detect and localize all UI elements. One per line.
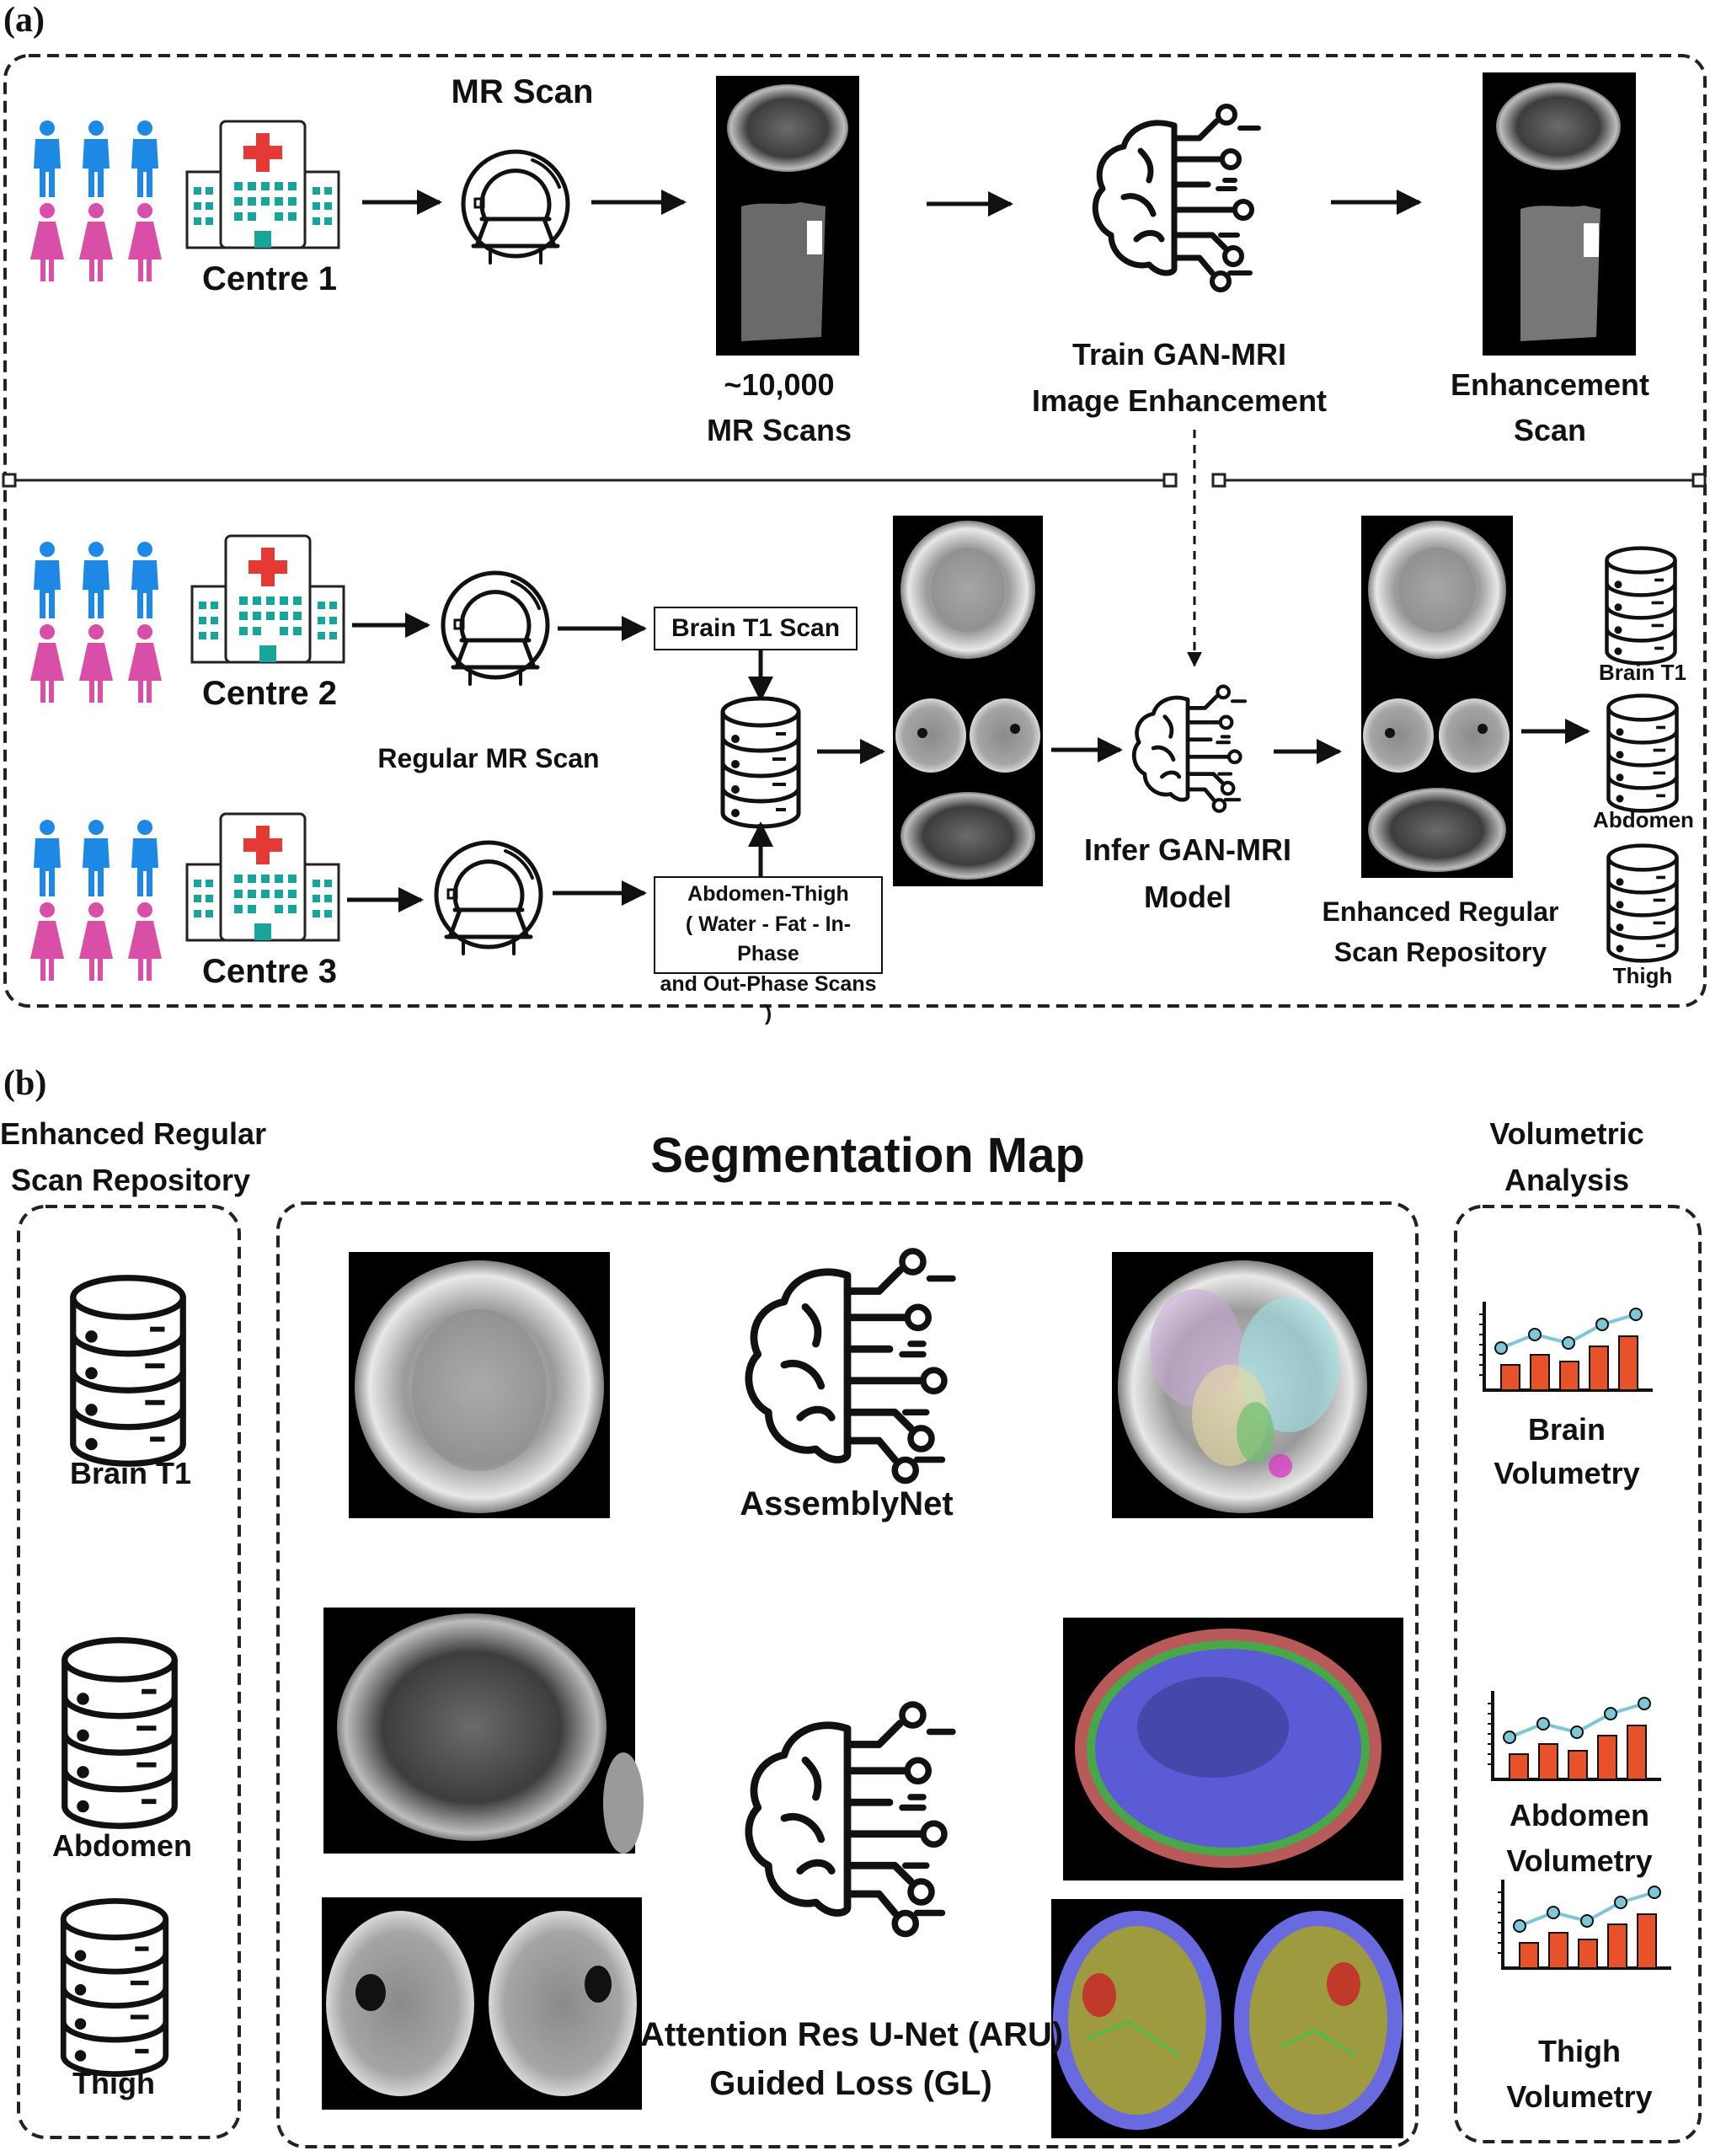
aru-line1: Attention Res U-Net (ARU) [640, 2016, 1064, 2053]
b-db-brain-label: Brain T1 [69, 1456, 192, 1490]
b-repo-line2: Scan Repository [10, 1163, 251, 1197]
divider-left-start [2, 473, 17, 488]
hospital-centre2-icon [190, 534, 345, 664]
train-gan-line1: Train GAN-MRI [1071, 337, 1286, 372]
aru-line2: Guided Loss (GL) [709, 2065, 992, 2102]
db-b-abdomen-icon [65, 1640, 175, 1826]
centre3-label: Centre 3 [201, 953, 338, 990]
volumetric-line1: Volumetric [1489, 1116, 1644, 1151]
abdomen-thigh-line2: ( Water - Fat - In-Phase [685, 912, 852, 966]
brain-t1-scan-box: Brain T1 Scan [654, 607, 858, 650]
segmentation-map-title: Segmentation Map [650, 1128, 1085, 1183]
brain-volumetry-line2: Volumetry [1494, 1456, 1640, 1490]
abdomen-segmentation-image [1063, 1618, 1403, 1880]
panel-a-label: (a) [3, 1, 45, 40]
volumetric-line2: Analysis [1504, 1163, 1630, 1197]
divider-right-start [1211, 473, 1226, 488]
ai-brain-aru-icon [749, 1704, 953, 1934]
regular-scan-database-icon [723, 698, 799, 827]
b-repo-line1: Enhanced Regular [0, 1116, 267, 1151]
enhanced-repo-line2: Scan Repository [1333, 937, 1547, 967]
abdomen-thigh-box: Abdomen-Thigh ( Water - Fat - In-Phase a… [654, 876, 883, 1025]
assemblynet-label: AssemblyNet [740, 1485, 954, 1522]
thigh-segmentation-image [1051, 1899, 1403, 2138]
abdomen-volumetry-line2: Volumetry [1506, 1843, 1653, 1878]
enhancement-scan-line1: Enhancement [1450, 367, 1650, 402]
thigh-volumetry-chart-icon [1496, 1878, 1673, 1970]
mri-scanner-centre2-icon [443, 573, 548, 684]
ai-brain-infer-icon [1134, 687, 1245, 811]
repo-frame [17, 1205, 241, 2139]
centre1-label: Centre 1 [201, 260, 338, 297]
mri-scanner-top-icon [463, 152, 568, 263]
enhanced-repo-line1: Enhanced Regular [1322, 896, 1559, 927]
mri-scanner-centre3-icon [436, 843, 541, 954]
db-thigh-icon [1609, 846, 1677, 961]
db-abdomen-label: Abdomen [1593, 807, 1694, 832]
regular-mr-scan-label: Regular MR Scan [377, 743, 600, 773]
enhancement-scan-images [1483, 72, 1636, 356]
infer-gan-line1: Infer GAN-MRI [1084, 832, 1291, 867]
db-abdomen-icon [1609, 696, 1677, 811]
enhanced-scan-images [1361, 516, 1513, 878]
divider-right-end [1691, 473, 1707, 488]
divider-left-end [1162, 473, 1178, 488]
db-brain-t1-label: Brain T1 [1598, 660, 1687, 685]
db-thigh-label: Thigh [1612, 963, 1673, 988]
mr-scan-images [716, 76, 859, 356]
thigh-volumetry-line2: Volumetry [1506, 2079, 1653, 2114]
abdomen-volumetry-chart-icon [1486, 1689, 1663, 1781]
centre2-label: Centre 2 [201, 675, 338, 712]
volumetric-frame [1454, 1205, 1702, 2143]
hospital-centre1-icon [185, 120, 340, 249]
ai-brain-assemblynet-icon [749, 1251, 953, 1481]
abdomen-thigh-line1: Abdomen-Thigh [687, 882, 849, 906]
train-gan-line2: Image Enhancement [1031, 383, 1328, 418]
brain-volumetry-chart-icon [1478, 1300, 1654, 1392]
scan-count-line2: MR Scans [706, 413, 852, 447]
brain-segmentation-image [1112, 1252, 1373, 1518]
hospital-centre3-icon [185, 812, 340, 942]
brain-input-image [349, 1252, 610, 1518]
enhancement-scan-line2: Scan [1513, 413, 1587, 447]
panel-b-label: (b) [3, 1064, 47, 1103]
thigh-volumetry-line1: Thigh [1538, 2034, 1621, 2068]
abdomen-input-image [323, 1608, 644, 1854]
db-brain-t1-icon [1607, 548, 1675, 664]
segmentation-frame [276, 1201, 1419, 2148]
ai-brain-train-icon [1095, 106, 1258, 290]
abdomen-thigh-line3: and Out-Phase Scans ) [660, 971, 877, 1026]
thigh-input-image [322, 1897, 642, 2110]
abdomen-volumetry-line1: Abdomen [1510, 1798, 1649, 1832]
scan-count-line1: ~10,000 [724, 367, 835, 402]
mr-scan-label: MR Scan [451, 73, 594, 110]
b-db-abdomen-label: Abdomen [52, 1828, 192, 1863]
brain-volumetry-line1: Brain [1527, 1412, 1606, 1447]
people-centre1-icon [30, 120, 162, 281]
people-centre2-icon [30, 542, 162, 703]
db-b-thigh-icon [63, 1901, 166, 2073]
people-centre3-icon [30, 820, 162, 981]
regular-scan-images [893, 516, 1043, 886]
b-db-thigh-label: Thigh [72, 2066, 155, 2100]
panel-a-frame [3, 54, 1707, 1008]
db-b-brain-icon [73, 1278, 184, 1463]
infer-gan-line2: Model [1144, 880, 1232, 914]
